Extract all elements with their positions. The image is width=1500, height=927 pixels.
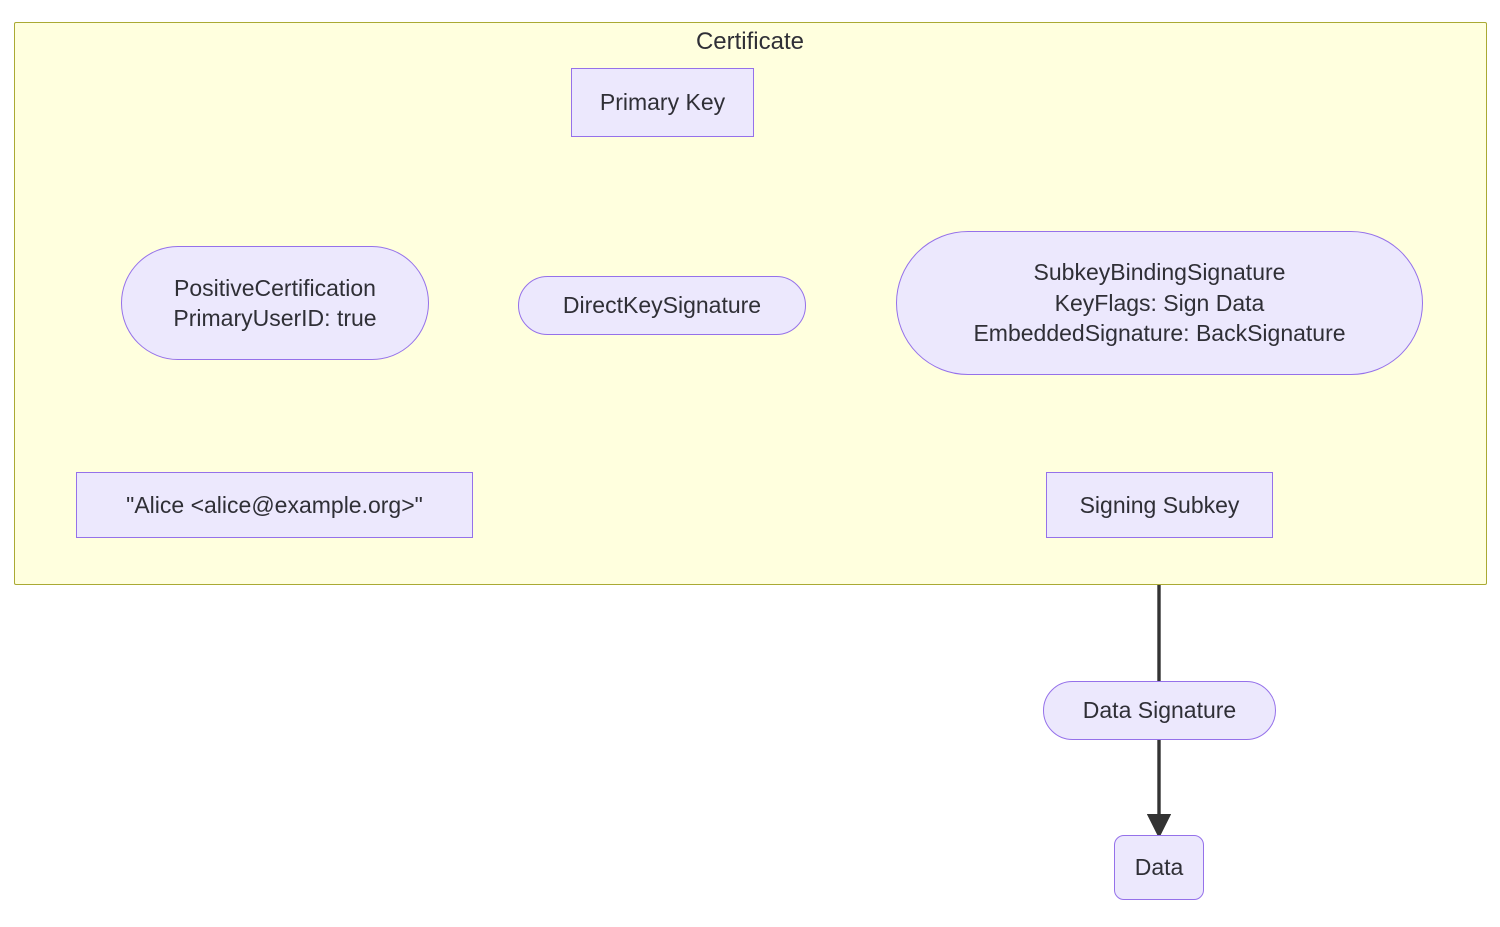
node-user-id[interactable]: "Alice <alice@example.org>" bbox=[76, 472, 473, 538]
node-data[interactable]: Data bbox=[1114, 835, 1204, 900]
node-signing-subkey[interactable]: Signing Subkey bbox=[1046, 472, 1273, 538]
node-primary-key[interactable]: Primary Key bbox=[571, 68, 754, 137]
cluster-certificate-label: Certificate bbox=[695, 28, 805, 55]
node-positive-certification[interactable]: PositiveCertification PrimaryUserID: tru… bbox=[121, 246, 429, 360]
node-subkey-binding-signature[interactable]: SubkeyBindingSignature KeyFlags: Sign Da… bbox=[896, 231, 1423, 375]
node-data-signature[interactable]: Data Signature bbox=[1043, 681, 1276, 740]
node-direct-key-signature[interactable]: DirectKeySignature bbox=[518, 276, 806, 335]
